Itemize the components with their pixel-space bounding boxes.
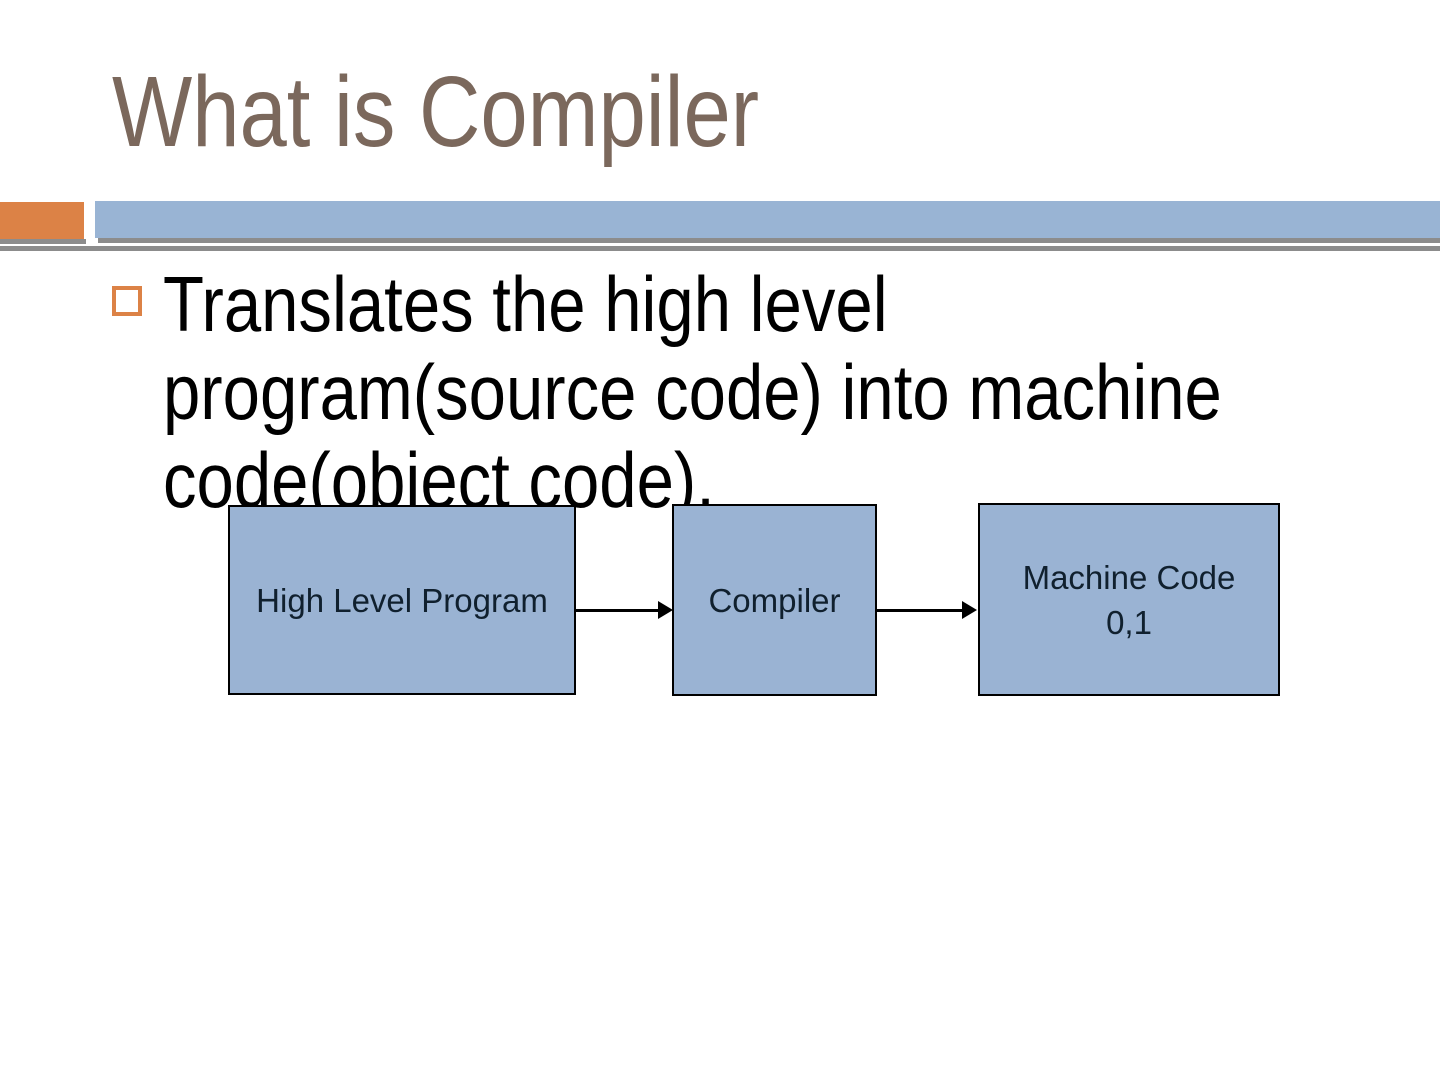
bullet-text-line-1: Translates the high level [163, 260, 888, 348]
slide-title: What is Compiler [112, 56, 760, 168]
bullet-square-icon [112, 286, 142, 316]
diagram-box-label: High Level Program [256, 581, 548, 619]
flow-arrow-line-1 [576, 609, 660, 612]
header-divider-line [0, 246, 1440, 251]
diagram-box-high-level-program: High Level Program [228, 505, 576, 695]
accent-bar-blue [95, 201, 1440, 238]
flow-arrow-line-2 [877, 609, 964, 612]
diagram-box-label: Compiler [708, 581, 841, 619]
bullet-text: Translates the high level program(source… [163, 260, 1222, 524]
accent-bar-orange [0, 202, 84, 239]
accent-bar-orange-shadow [0, 239, 86, 244]
diagram-box-machine-code: Machine Code 0,1 [978, 503, 1280, 696]
bullet-text-line-2: program(source code) into machine [163, 348, 1222, 436]
accent-bar-blue-shadow [98, 238, 1440, 243]
flow-arrow-head-icon-2 [962, 601, 977, 619]
diagram-box-label-line-2: 0,1 [1106, 603, 1152, 641]
flow-arrow-head-icon-1 [658, 601, 673, 619]
diagram-box-label: Machine Code [1022, 558, 1236, 596]
bullet-text-line-3: code(object code). [163, 436, 715, 524]
diagram-box-compiler: Compiler [672, 504, 877, 696]
